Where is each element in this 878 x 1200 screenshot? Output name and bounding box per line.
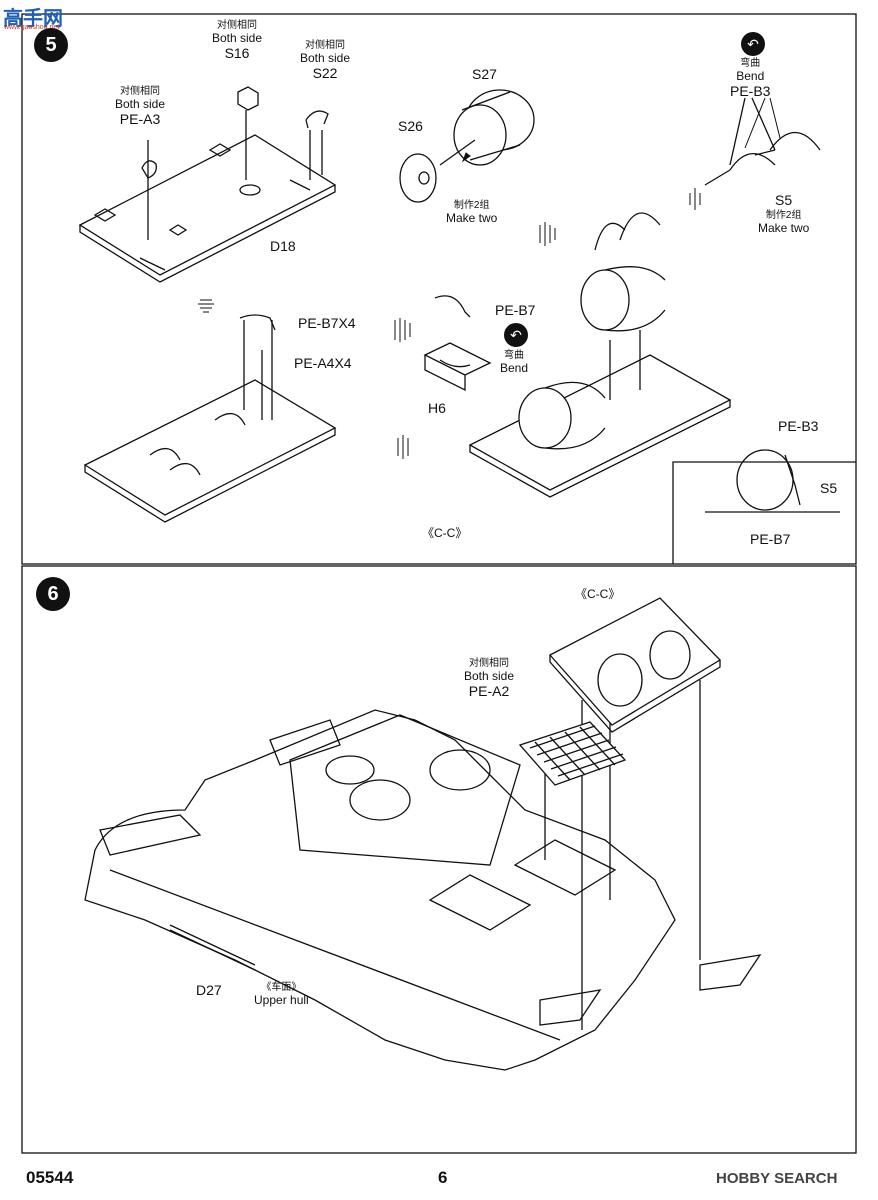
detail-label-pe-b3: PE-B3 [778, 418, 819, 434]
plate-assembled-drums [468, 212, 732, 498]
arrow-s26-to-s27 [439, 139, 476, 166]
label-pe-b3: 弯曲 Bend PE-B3 [730, 58, 770, 99]
part-s26-cap [399, 153, 437, 203]
step5-arrows-a [147, 110, 323, 240]
label-make-two-a: 制作2组 Make two [446, 200, 497, 225]
step-5-badge: 5 [34, 28, 68, 62]
label-s16: 对侧相同 Both side S16 [212, 20, 262, 61]
label-pe-a4x4: PE-A4X4 [294, 355, 352, 371]
watermark-logo: 高手网 www.gaoshou.net [0, 0, 90, 34]
part-pe-a3-shape [141, 160, 157, 179]
label-upper-hull: 《车面》 Upper hull [254, 982, 309, 1007]
step5-frame [21, 13, 857, 565]
label-make-two-b-zh: 制作2组 [765, 210, 802, 221]
label-make-two-b: 制作2组 Make two [758, 210, 809, 235]
label-upper-hull-en: Upper hull [254, 992, 309, 1007]
step6-frame [21, 565, 857, 1154]
label-pe-b3-zh: 弯曲 [740, 58, 761, 69]
label-upper-hull-zh: 《车面》 [261, 982, 302, 993]
label-cc-step5: 《C-C》 [422, 526, 468, 540]
part-pe-b3-straps [704, 97, 821, 186]
label-bend-b7: 弯曲 Bend [500, 350, 528, 375]
label-bend-b7-zh: 弯曲 [504, 350, 525, 361]
label-s26: S26 [398, 118, 423, 134]
label-pe-b7: PE-B7 [495, 302, 536, 318]
label-pe-a3-en: Both side [115, 96, 166, 111]
label-pe-a3: 对侧相同 Both side PE-A3 [115, 86, 165, 127]
part-h6 [423, 342, 492, 392]
label-make-two-b-en: Make two [758, 220, 810, 235]
step-6-badge: 6 [36, 577, 70, 611]
page-number: 6 [438, 1168, 448, 1187]
bend-icon-b7: ↶ [504, 323, 528, 347]
detail-frame [672, 461, 856, 564]
label-pe-a2: 对侧相同 Both side PE-A2 [464, 658, 514, 699]
label-bend-b7-en: Bend [500, 360, 529, 375]
label-pe-b3-part: PE-B3 [730, 83, 771, 100]
label-d18: D18 [270, 238, 296, 254]
label-s22-part: S22 [312, 65, 338, 82]
part-pe-a2-mesh [518, 721, 627, 786]
label-pe-a2-en: Both side [464, 668, 515, 683]
label-make-two-a-zh: 制作2组 [453, 200, 490, 211]
label-pe-a2-part: PE-A2 [468, 683, 510, 700]
label-pe-a2-zh: 对侧相同 [469, 658, 510, 669]
part-s16-shape [237, 86, 259, 111]
detail-label-s5: S5 [820, 480, 838, 496]
plate-d18-top [78, 134, 337, 283]
label-s22-en: Both side [300, 50, 351, 65]
label-s22: 对侧相同 Both side S22 [300, 40, 350, 81]
detail-drum-strap [705, 449, 840, 513]
watermark-name: 高手网 [3, 8, 63, 30]
label-s16-part: S16 [224, 45, 250, 62]
plate-bottom-left [83, 314, 337, 523]
label-s16-en: Both side [212, 30, 263, 45]
label-pe-b3-en: Bend [736, 68, 765, 83]
label-h6: H6 [428, 400, 446, 416]
kit-code: 05544 [26, 1168, 74, 1187]
detail-label-pe-b7: PE-B7 [750, 531, 791, 547]
part-s27-drum [453, 89, 535, 166]
label-pe-a3-part: PE-A3 [119, 111, 161, 128]
label-make-two-a-en: Make two [446, 210, 498, 225]
label-d27: D27 [196, 982, 222, 998]
label-pe-a3-zh: 对侧相同 [120, 86, 161, 97]
label-s16-zh: 对侧相同 [217, 20, 258, 31]
upper-hull-drawing [84, 680, 762, 1071]
label-s27: S27 [472, 66, 497, 82]
part-d27-rod [169, 924, 256, 971]
hobby-search-watermark: HOBBY SEARCH [716, 1170, 838, 1187]
bend-icon-b3: ↶ [741, 32, 765, 56]
watermark-url: www.gaoshou.net [4, 24, 60, 31]
step6-plate-cc [548, 597, 722, 733]
part-s22-shape [305, 110, 329, 129]
flow-arrows [198, 97, 781, 459]
label-pe-b7x4: PE-B7X4 [298, 315, 356, 331]
part-pe-b7 [434, 295, 471, 318]
label-s5: S5 [775, 192, 793, 208]
label-s22-zh: 对侧相同 [305, 40, 346, 51]
label-cc-step6: 《C-C》 [575, 587, 621, 601]
